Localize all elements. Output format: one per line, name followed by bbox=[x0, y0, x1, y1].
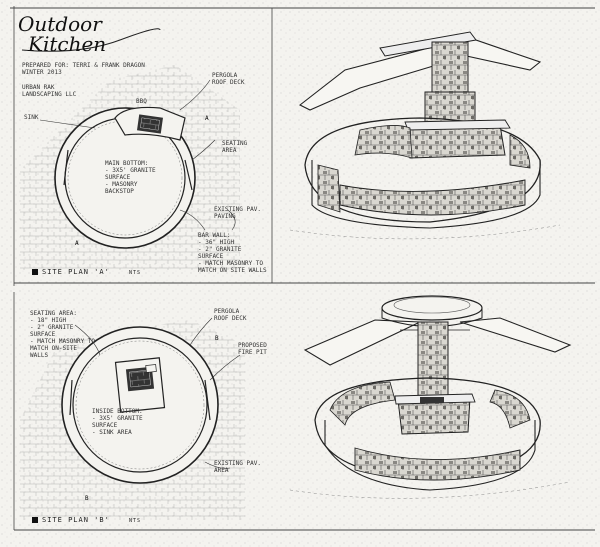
plan-b-scale: NTS bbox=[129, 518, 142, 524]
sheet-title: Outdoor Kitchen bbox=[18, 14, 106, 54]
plan-a-note-seating: SEATING AREA bbox=[222, 140, 247, 154]
plan-a-note-bar: BAR WALL: - 36" HIGH - 2" GRANITE SURFAC… bbox=[198, 232, 267, 274]
plan-a-label-text: SITE PLAN 'A' bbox=[42, 268, 110, 276]
plan-b-note-seating: SEATING AREA: - 18" HIGH - 2" GRANITE SU… bbox=[30, 310, 95, 359]
plan-b-firepit-l1: PROPOSED bbox=[238, 342, 267, 349]
plan-b-firepit-l2: FIRE PIT bbox=[238, 349, 267, 356]
title-line-1: Outdoor bbox=[18, 12, 102, 36]
svg-text:B: B bbox=[215, 335, 219, 342]
firm-line-2: LANDSCAPING LLC bbox=[22, 91, 77, 98]
plan-a-scale: NTS bbox=[129, 270, 142, 276]
plan-a-seating-l1: SEATING bbox=[222, 140, 248, 147]
plan-b-floor-l2: - 3x5' GRANITE bbox=[92, 415, 143, 422]
plan-b-label-marker bbox=[32, 517, 38, 523]
project-info: PREPARED FOR: TERRI & FRANK DRAGON WINTE… bbox=[22, 62, 145, 76]
title-line-2: Kitchen bbox=[28, 32, 107, 56]
plan-b-floor-l3: SURFACE bbox=[92, 422, 118, 429]
plan-a-bar-l5: - MATCH MASONRY TO bbox=[198, 260, 264, 267]
plan-b-label-text: SITE PLAN 'B' bbox=[42, 516, 110, 524]
plan-b-seating-l3: - 2" GRANITE bbox=[30, 324, 74, 331]
svg-text:B: B bbox=[85, 495, 89, 502]
plan-a-seating-l2: AREA bbox=[222, 147, 237, 154]
plan-b-seating-l5: - MATCH MASONRY TO bbox=[30, 338, 96, 345]
plan-b-pergola-l2: ROOF DECK bbox=[214, 315, 247, 322]
plan-a-pergola-l2: ROOF DECK bbox=[212, 79, 245, 86]
plan-a-label: SITE PLAN 'A' NTS bbox=[32, 268, 141, 276]
plan-a-floor-l3: SURFACE bbox=[105, 174, 131, 181]
plan-a-note-sink: SINK bbox=[24, 114, 39, 121]
firm-line-1: URBAN RAK bbox=[22, 84, 55, 91]
plan-b-existing-l1: EXISTING PAV. bbox=[214, 460, 261, 467]
plan-a-floor-l4: - MASONRY bbox=[105, 181, 138, 188]
project-line-2: WINTER 2013 bbox=[22, 69, 62, 76]
plan-a-note-floor: MAIN BOTTOM: - 3x5' GRANITE SURFACE - MA… bbox=[105, 160, 156, 195]
plan-a-existing-l2: PAVING bbox=[214, 213, 236, 220]
svg-text:A: A bbox=[205, 115, 209, 122]
plan-a-note-bbq: BBQ bbox=[136, 98, 147, 105]
svg-text:A: A bbox=[75, 240, 79, 247]
plan-b-seating-l4: SURFACE bbox=[30, 331, 56, 338]
firm-info: URBAN RAK LANDSCAPING LLC bbox=[22, 84, 76, 98]
plan-b-perspective bbox=[289, 295, 572, 499]
plan-a-bar-l3: - 2" GRANITE bbox=[198, 246, 242, 253]
plan-a-floor-l1: MAIN BOTTOM: bbox=[105, 160, 149, 167]
plan-b-note-floor: INSIDE BOTTOM: - 3x5' GRANITE SURFACE - … bbox=[92, 408, 143, 436]
plan-a-bar-l2: - 36" HIGH bbox=[198, 239, 235, 246]
plan-b-floor-l4: - SINK AREA bbox=[92, 429, 132, 436]
plan-b-label: SITE PLAN 'B' NTS bbox=[32, 516, 141, 524]
plan-a-bar-l6: MATCH ON SITE WALLS bbox=[198, 267, 267, 274]
project-line-1: PREPARED FOR: TERRI & FRANK DRAGON bbox=[22, 62, 145, 69]
plan-a-floor-l5: BACKSTOP bbox=[105, 188, 134, 195]
plan-b-seating-l7: WALLS bbox=[30, 352, 49, 359]
plan-a-label-marker bbox=[32, 269, 38, 275]
plan-a-pergola-l1: PERGOLA bbox=[212, 72, 238, 79]
plan-b-pergola-l1: PERGOLA bbox=[214, 308, 240, 315]
plan-b-note-pergola: PERGOLA ROOF DECK bbox=[214, 308, 247, 322]
plan-b-seating-l6: MATCH ON-SITE bbox=[30, 345, 77, 352]
plan-a-perspective bbox=[289, 31, 561, 240]
plan-a-note-pergola: PERGOLA ROOF DECK bbox=[212, 72, 245, 86]
plan-a-bar-l4: SURFACE bbox=[198, 253, 224, 260]
plan-b-seating-l2: - 18" HIGH bbox=[30, 317, 67, 324]
plan-a-bar-l1: BAR WALL: bbox=[198, 232, 231, 239]
plan-b-floor-l1: INSIDE BOTTOM: bbox=[92, 408, 143, 415]
plan-a-existing-l1: EXISTING PAV. bbox=[214, 206, 261, 213]
plan-a-drawing: A A bbox=[20, 28, 240, 270]
plan-a-floor-l2: - 3x5' GRANITE bbox=[105, 167, 156, 174]
plan-b-existing-l2: AREA bbox=[214, 467, 229, 474]
plan-b-drawing: B B bbox=[20, 317, 245, 520]
plan-b-note-existing: EXISTING PAV. AREA bbox=[214, 460, 261, 474]
plan-b-note-firepit: PROPOSED FIRE PIT bbox=[238, 342, 267, 356]
plan-b-seating-l1: SEATING AREA: bbox=[30, 310, 77, 317]
plan-a-note-existing: EXISTING PAV. PAVING bbox=[214, 206, 261, 220]
